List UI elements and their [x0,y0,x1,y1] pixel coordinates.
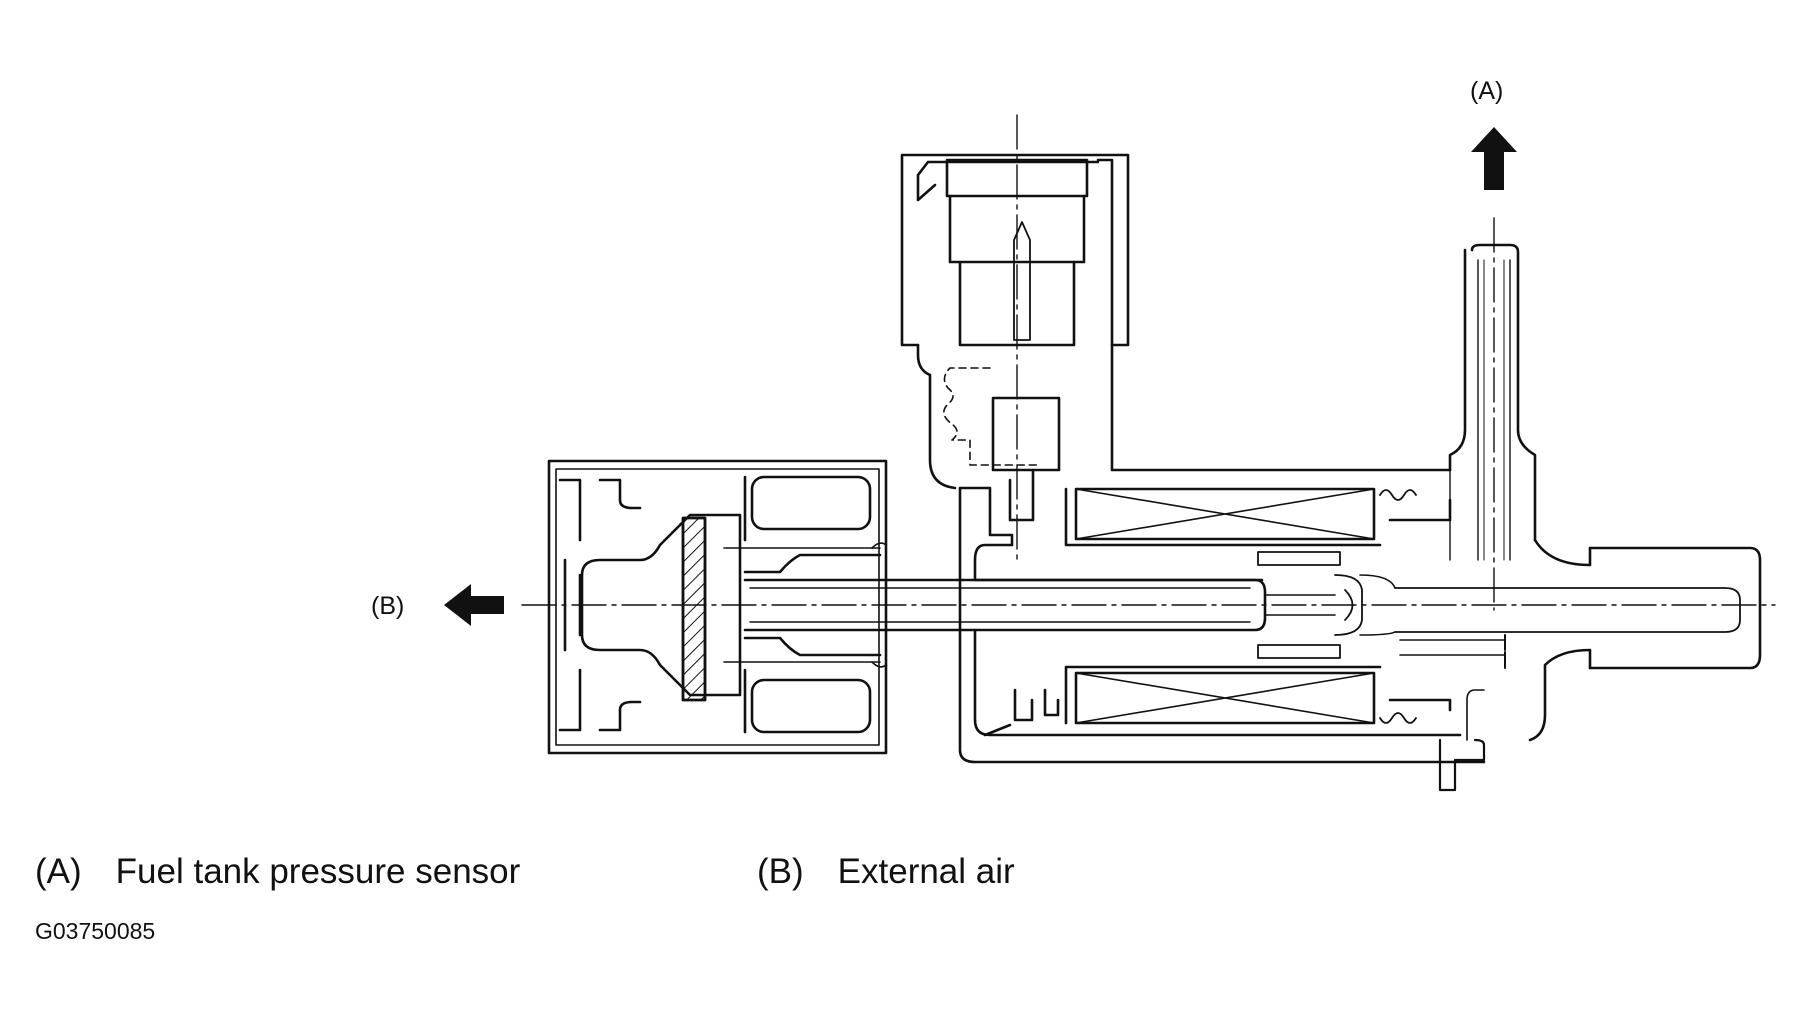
legend-key-b: (B) [757,852,804,891]
figure-id: G03750085 [35,918,156,944]
legend-text-a: Fuel tank pressure sensor [115,852,521,891]
center-lines [521,114,1776,611]
callout-a-label: (A) [1470,77,1503,105]
solenoid-body [958,486,1486,764]
legend-item-a: (A) Fuel tank pressure sensor [35,852,520,892]
arrow-up-icon [1471,127,1517,190]
legend-text-b: External air [837,852,1015,891]
connector-housing [900,153,1452,522]
legend-item-b: (B) External air [757,852,1015,892]
legend-key-a: (A) [35,852,82,891]
outlet-pipe [1359,546,1762,792]
arrow-left-icon [444,584,504,626]
left-chamber-housing [547,459,888,755]
valve-shaft [743,551,1363,659]
callout-b-label: (B) [371,592,404,620]
sensor-port-nozzle [1448,243,1592,567]
diaphragm [681,516,707,702]
